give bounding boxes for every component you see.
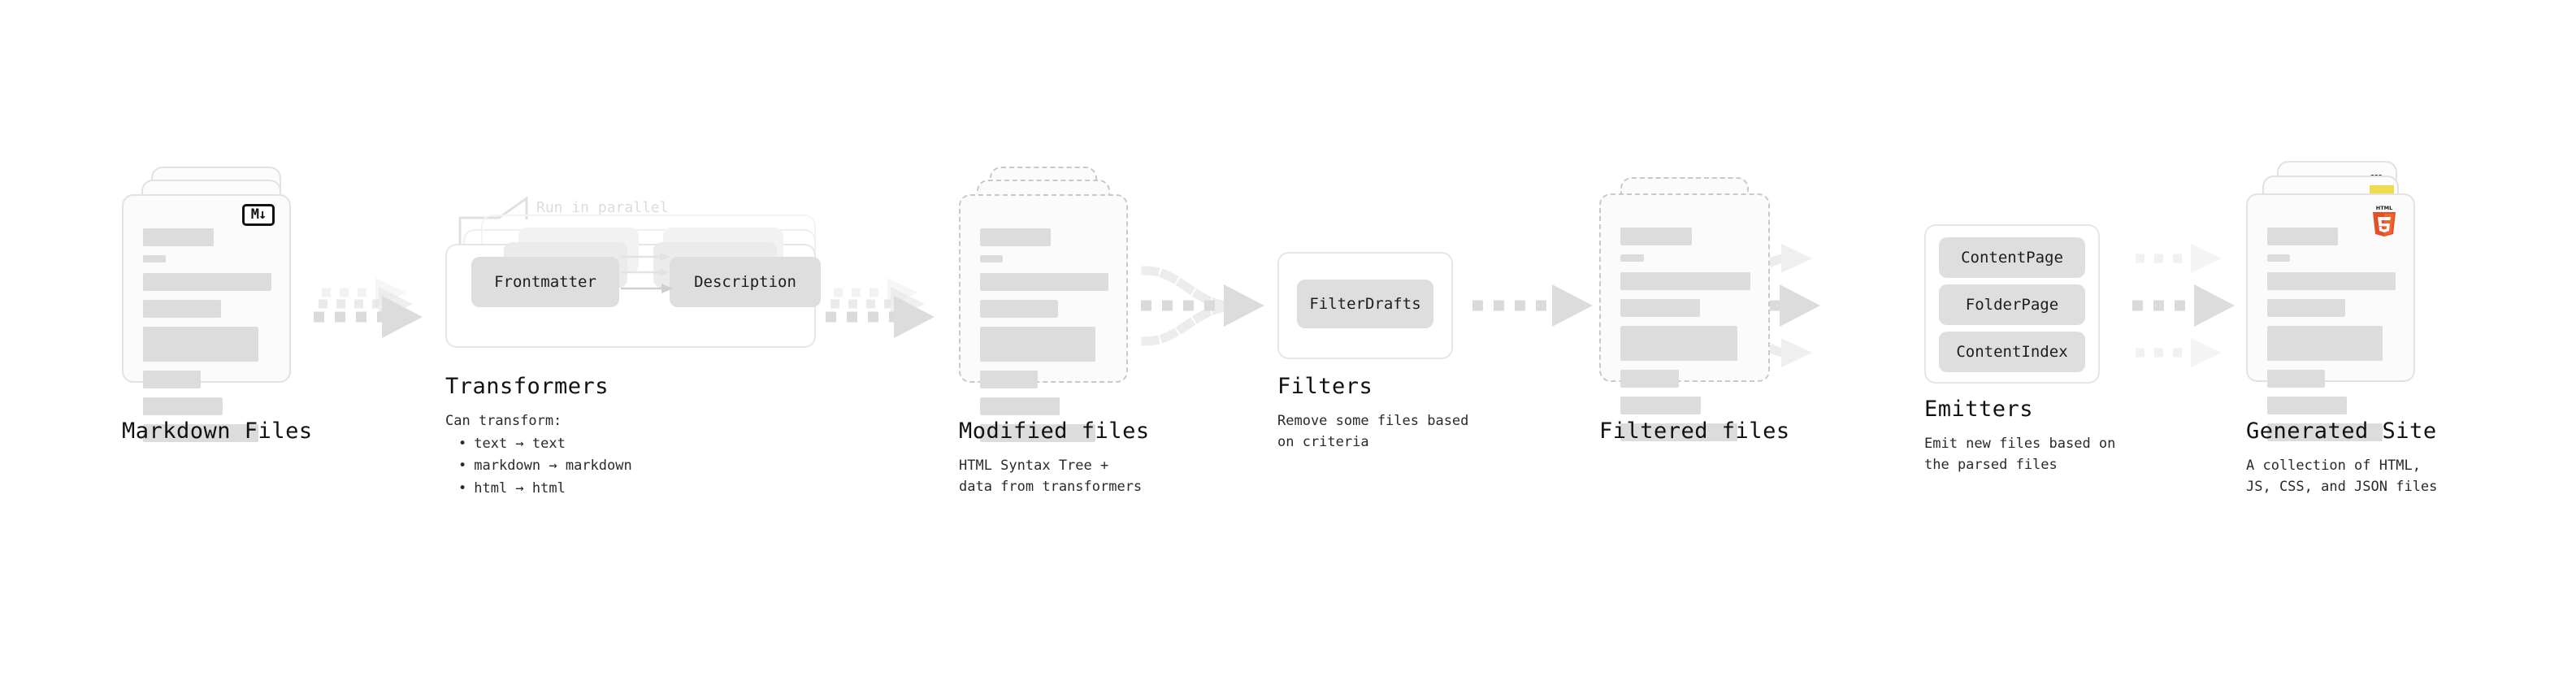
svg-text:HTML: HTML bbox=[2376, 205, 2392, 211]
transformers-bullets-head: Can transform: bbox=[445, 413, 562, 429]
sheet-front bbox=[959, 194, 1128, 442]
transformers-bullet-0: text → text bbox=[458, 433, 632, 456]
placeholder-lines bbox=[2267, 228, 2396, 450]
emitters-subtitle: Emit new files based on the parsed files bbox=[1924, 436, 2116, 474]
markdown-files-title: Markdown Files bbox=[122, 419, 313, 444]
transformer-internal-arrows bbox=[621, 253, 673, 293]
generated-site-title: Generated Site bbox=[2246, 419, 2437, 444]
emitter-pill-contentindex[interactable]: ContentIndex bbox=[1939, 332, 2085, 372]
generated-site-subtitle: A collection of HTML, JS, CSS, and JSON … bbox=[2246, 458, 2438, 496]
run-in-parallel-label: Run in parallel bbox=[536, 199, 669, 216]
html5-badge: HTML bbox=[2370, 203, 2399, 237]
transformers-title: Transformers bbox=[445, 374, 609, 399]
placeholder-lines bbox=[980, 228, 1108, 451]
transformers-bullets: Can transform: text → text markdown → ma… bbox=[445, 410, 632, 500]
modified-files-subtitle: HTML Syntax Tree + data from transformer… bbox=[959, 458, 1143, 496]
arrow-markdown-to-transformers bbox=[314, 278, 423, 338]
emitter-pill-folderpage[interactable]: FolderPage bbox=[1939, 284, 2085, 325]
arrow-filters-to-filtered bbox=[1472, 284, 1593, 327]
placeholder-lines bbox=[1620, 228, 1750, 450]
emitters-title: Emitters bbox=[1924, 397, 2034, 422]
filters-subtitle: Remove some files based on criteria bbox=[1277, 413, 1469, 451]
transformers-bullet-2: html → html bbox=[458, 478, 632, 501]
filtered-files-title: Filtered files bbox=[1599, 419, 1790, 444]
emitter-pill-contentpage[interactable]: ContentPage bbox=[1939, 237, 2085, 278]
transformers-bullet-1: markdown → markdown bbox=[458, 455, 631, 478]
transformers-bullet-list: text → text markdown → markdown html → h… bbox=[445, 433, 632, 501]
markdown-badge-letter: M bbox=[250, 206, 259, 223]
arrow-transformers-to-modified bbox=[826, 278, 935, 338]
markdown-badge: M↓ bbox=[242, 204, 275, 226]
modified-files-title: Modified files bbox=[959, 419, 1150, 444]
filters-title: Filters bbox=[1277, 374, 1373, 399]
transformer-pill-description[interactable]: Description bbox=[670, 257, 821, 307]
transformer-pill-frontmatter[interactable]: Frontmatter bbox=[471, 257, 619, 307]
arrow-modified-to-filters bbox=[1141, 266, 1264, 346]
sheet-front bbox=[1599, 193, 1770, 441]
arrow-emitters-to-generated bbox=[2132, 244, 2235, 367]
placeholder-lines bbox=[143, 228, 271, 451]
filter-pill-filterdrafts[interactable]: FilterDrafts bbox=[1297, 280, 1433, 328]
sheet-front-html bbox=[2246, 193, 2415, 441]
